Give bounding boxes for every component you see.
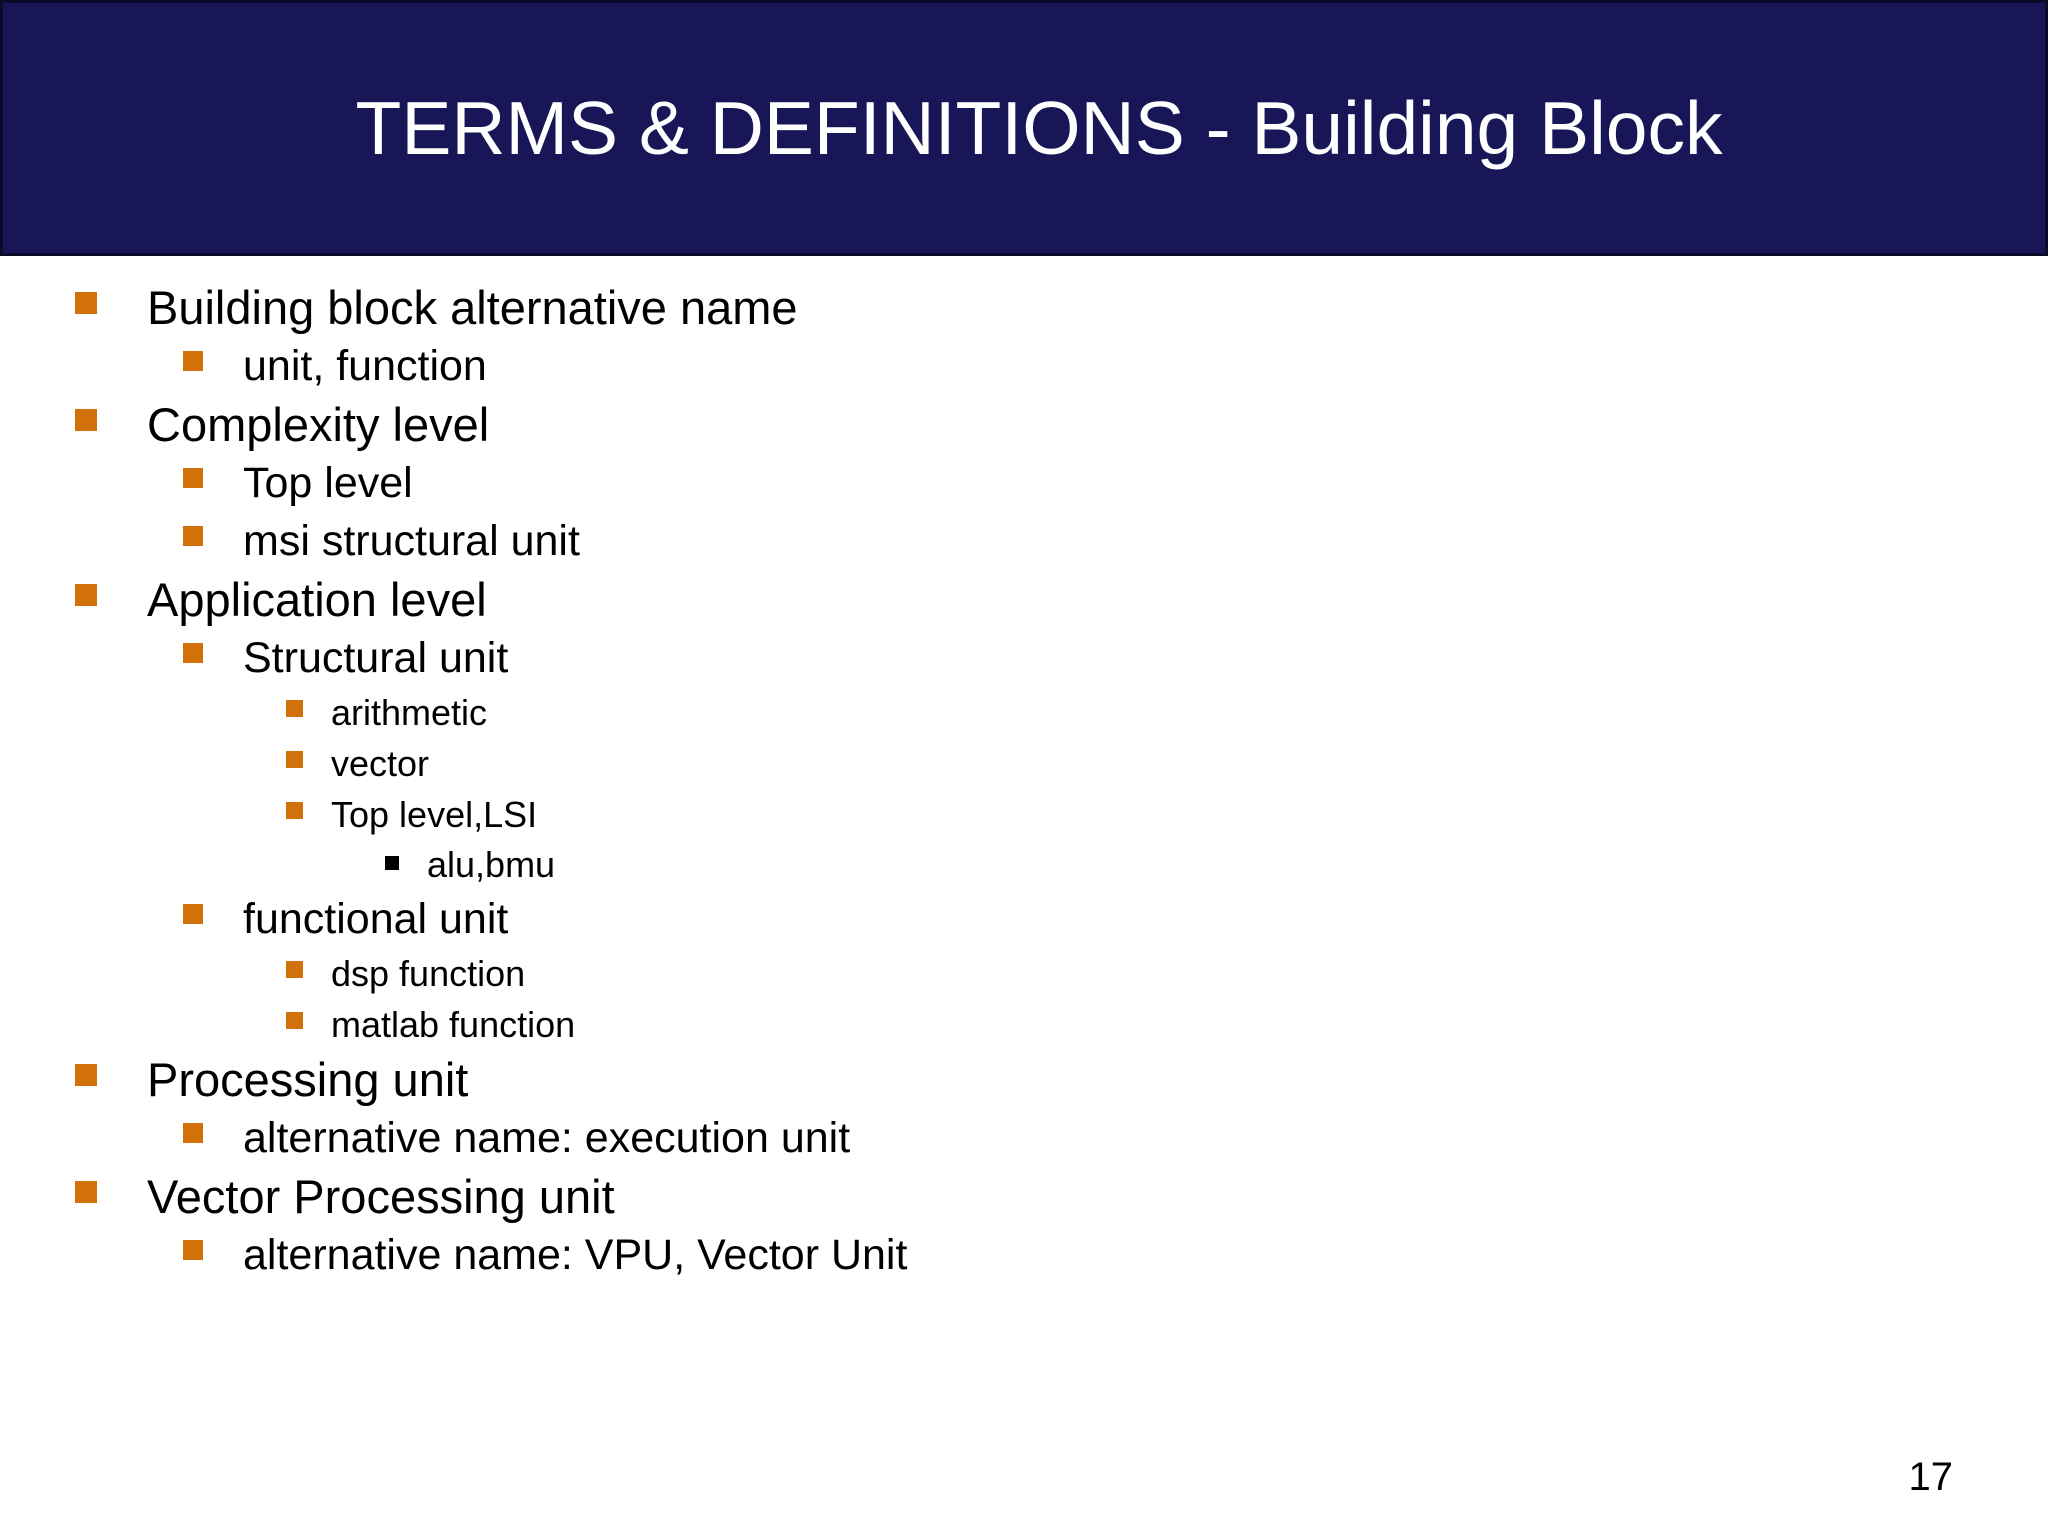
orange-square-bullet-icon <box>183 643 203 663</box>
bullet-item: Processing unit <box>0 1050 2048 1109</box>
orange-square-bullet-icon <box>183 904 203 924</box>
bullet-item: Application level <box>0 570 2048 629</box>
bullet-item: Complexity level <box>0 395 2048 454</box>
orange-square-bullet-icon <box>75 1181 97 1203</box>
bullet-label: functional unit <box>243 895 509 943</box>
bullet-label: dsp function <box>331 953 526 994</box>
bullet-label: msi structural unit <box>243 517 580 565</box>
bullet-item: Top level,LSI <box>0 789 2048 840</box>
bullet-label: Building block alternative name <box>147 281 798 334</box>
orange-square-bullet-icon <box>286 961 303 978</box>
bullet-label: Structural unit <box>243 634 509 682</box>
orange-square-bullet-icon <box>286 751 303 768</box>
black-square-bullet-icon <box>385 856 399 870</box>
orange-square-bullet-icon <box>183 526 203 546</box>
orange-square-bullet-icon <box>286 1012 303 1029</box>
slide-title: TERMS & DEFINITIONS - Building Block <box>355 85 1723 170</box>
orange-square-bullet-icon <box>183 1123 203 1143</box>
bullet-item: alternative name: VPU, Vector Unit <box>0 1226 2048 1284</box>
bullet-label: arithmetic <box>331 692 488 733</box>
bullet-label: alu,bmu <box>427 844 556 885</box>
bullet-item: unit, function <box>0 337 2048 395</box>
bullet-item: msi structural unit <box>0 512 2048 570</box>
orange-square-bullet-icon <box>183 468 203 488</box>
orange-square-bullet-icon <box>183 351 203 371</box>
bullet-item: arithmetic <box>0 687 2048 738</box>
bullet-item: Vector Processing unit <box>0 1167 2048 1226</box>
orange-square-bullet-icon <box>75 584 97 606</box>
bullet-label: Top level,LSI <box>331 794 538 835</box>
orange-square-bullet-icon <box>183 1240 203 1260</box>
bullet-label: Complexity level <box>147 398 490 451</box>
bullet-label: Vector Processing unit <box>147 1170 615 1223</box>
bullet-label: alternative name: VPU, Vector Unit <box>243 1231 908 1279</box>
orange-square-bullet-icon <box>75 409 97 431</box>
bullet-item: matlab function <box>0 999 2048 1050</box>
orange-square-bullet-icon <box>75 292 97 314</box>
slide-title-banner: TERMS & DEFINITIONS - Building Block <box>0 0 2048 256</box>
slide-body: Building block alternative name unit, fun… <box>0 256 2048 1536</box>
orange-square-bullet-icon <box>286 802 303 819</box>
bullet-item: Structural unit <box>0 629 2048 687</box>
bullet-label: vector <box>331 743 430 784</box>
bullet-label: unit, function <box>243 342 487 390</box>
bullet-label: Processing unit <box>147 1053 469 1106</box>
bullet-item: vector <box>0 738 2048 789</box>
bullet-list: Building block alternative name unit, fun… <box>0 278 2048 1284</box>
bullet-label: Top level <box>243 459 413 507</box>
bullet-item: Top level <box>0 454 2048 512</box>
bullet-item: Building block alternative name <box>0 278 2048 337</box>
bullet-item: alternative name: execution unit <box>0 1109 2048 1167</box>
bullet-label: alternative name: execution unit <box>243 1114 851 1162</box>
bullet-label: matlab function <box>331 1004 576 1045</box>
bullet-label: Application level <box>147 573 487 626</box>
orange-square-bullet-icon <box>286 700 303 717</box>
bullet-item: dsp function <box>0 948 2048 999</box>
bullet-item: functional unit <box>0 890 2048 948</box>
orange-square-bullet-icon <box>75 1064 97 1086</box>
page-number: 17 <box>1908 1455 1954 1499</box>
bullet-item: alu,bmu <box>0 840 2048 890</box>
